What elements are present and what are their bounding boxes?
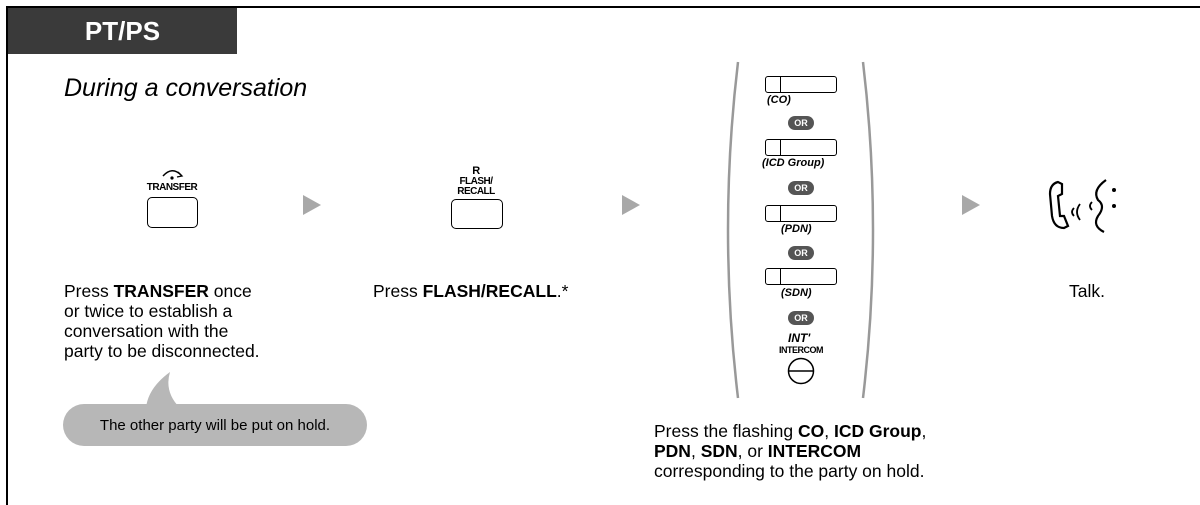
- flash-key-label-line2: RECALL: [457, 186, 495, 197]
- hold-note-balloon: The other party will be put on hold.: [63, 404, 367, 446]
- co-caption: (CO): [767, 94, 791, 106]
- icd-group-key[interactable]: [765, 139, 837, 156]
- step3-description: Press the flashing CO, ICD Group, PDN, S…: [654, 421, 927, 481]
- intercom-key[interactable]: [785, 357, 817, 385]
- play-arrow-icon: [962, 195, 980, 215]
- step4-description: Talk.: [1069, 281, 1105, 301]
- balloon-tail: [146, 372, 180, 408]
- transfer-key[interactable]: [147, 197, 198, 228]
- or-badge: OR: [788, 311, 814, 325]
- intercom-key-label: INTERCOM: [779, 345, 824, 355]
- handset-talk-icon: [1048, 179, 1116, 233]
- play-arrow-icon: [303, 195, 321, 215]
- flash-key-label-line1: FLASH/: [459, 176, 493, 187]
- or-badge: OR: [788, 181, 814, 195]
- int-label: INT': [788, 331, 811, 345]
- transfer-key-label: TRANSFER: [146, 182, 198, 193]
- pdn-key[interactable]: [765, 205, 837, 222]
- co-key[interactable]: [765, 76, 837, 93]
- pdn-caption: (PDN): [781, 223, 812, 235]
- play-arrow-icon: [622, 195, 640, 215]
- step2-description: Press FLASH/RECALL.*: [373, 281, 569, 301]
- flash-key-label-r: R: [472, 165, 480, 177]
- flash-recall-key[interactable]: [451, 199, 503, 229]
- or-badge: OR: [788, 116, 814, 130]
- section-heading: During a conversation: [64, 74, 308, 102]
- frame-top-border: [6, 6, 1200, 8]
- transfer-arrow-icon: [162, 170, 184, 180]
- sdn-caption: (SDN): [781, 287, 812, 299]
- or-badge: OR: [788, 246, 814, 260]
- step1-description: Press TRANSFER once or twice to establis…: [64, 281, 260, 361]
- icd-group-caption: (ICD Group): [762, 157, 825, 169]
- right-parenthesis: [861, 61, 875, 399]
- frame-left-border: [6, 6, 8, 505]
- left-parenthesis: [726, 61, 740, 399]
- section-tab: PT/PS: [8, 8, 237, 54]
- sdn-key[interactable]: [765, 268, 837, 285]
